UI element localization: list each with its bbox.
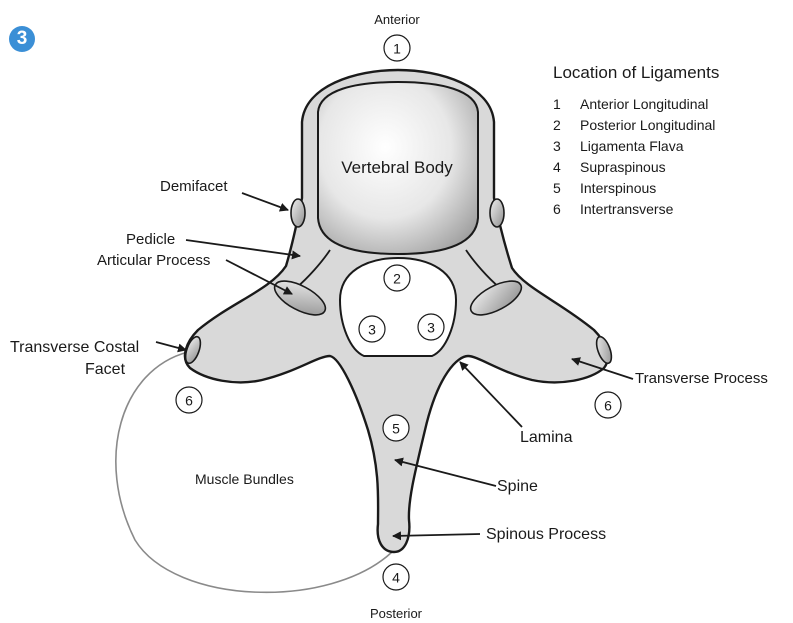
transverse-costal-facet-label-line1: Transverse Costal <box>10 339 139 356</box>
posterior-label: Posterior <box>370 606 423 621</box>
transverse-costal-facet-label-line2: Facet <box>85 361 126 378</box>
ligament-marker-1: 1 <box>384 35 410 61</box>
legend-item-label: Supraspinous <box>580 159 666 175</box>
legend-item-number: 1 <box>553 94 580 115</box>
demifacet-right <box>490 199 504 227</box>
ligament-marker-2: 2 <box>384 265 410 291</box>
ligament-marker-3-right: 3 <box>418 314 444 340</box>
legend-item-label: Anterior Longitudinal <box>580 96 708 112</box>
demifacet-pointer <box>242 193 288 210</box>
ligament-marker-3-right-number: 3 <box>427 320 435 336</box>
ligament-marker-5-number: 5 <box>392 421 400 437</box>
ligament-marker-1-number: 1 <box>393 41 401 57</box>
ligament-marker-6-right: 6 <box>595 392 621 418</box>
demifacet-label: Demifacet <box>160 178 228 195</box>
ligament-marker-4: 4 <box>383 564 409 590</box>
pedicle-label: Pedicle <box>126 231 175 248</box>
lamina-label: Lamina <box>520 429 573 446</box>
ligament-marker-5: 5 <box>383 415 409 441</box>
legend-item-label: Posterior Longitudinal <box>580 117 715 133</box>
legend-item-number: 5 <box>553 178 580 199</box>
ligament-marker-2-number: 2 <box>393 271 401 287</box>
legend-item-number: 6 <box>553 199 580 220</box>
legend-title: Location of Ligaments <box>553 63 788 83</box>
ligament-marker-6-left-number: 6 <box>185 393 193 409</box>
legend-item-label: Interspinous <box>580 180 656 196</box>
ligament-marker-6-left: 6 <box>176 387 202 413</box>
articular-process-label: Articular Process <box>97 252 210 269</box>
vertebral-body-label: Vertebral Body <box>341 158 453 177</box>
anterior-label: Anterior <box>374 12 420 27</box>
spine-label: Spine <box>497 478 538 495</box>
demifacet-left <box>291 199 305 227</box>
transverse-process-label: Transverse Process <box>635 370 768 387</box>
legend-item-label: Ligamenta Flava <box>580 138 684 154</box>
muscle-bundles-label: Muscle Bundles <box>195 471 294 487</box>
ligament-marker-4-number: 4 <box>392 570 400 586</box>
legend-item-number: 3 <box>553 136 580 157</box>
spinous-process-label: Spinous Process <box>486 526 606 543</box>
ligament-marker-6-right-number: 6 <box>604 398 612 414</box>
figure-number-badge: 3 <box>9 26 35 52</box>
ligament-marker-3-left: 3 <box>359 316 385 342</box>
legend-item-label: Intertransverse <box>580 201 673 217</box>
transverse-costal-facet-pointer <box>156 342 186 350</box>
legend-item-number: 4 <box>553 157 580 178</box>
legend-item-number: 2 <box>553 115 580 136</box>
ligament-marker-3-left-number: 3 <box>368 322 376 338</box>
